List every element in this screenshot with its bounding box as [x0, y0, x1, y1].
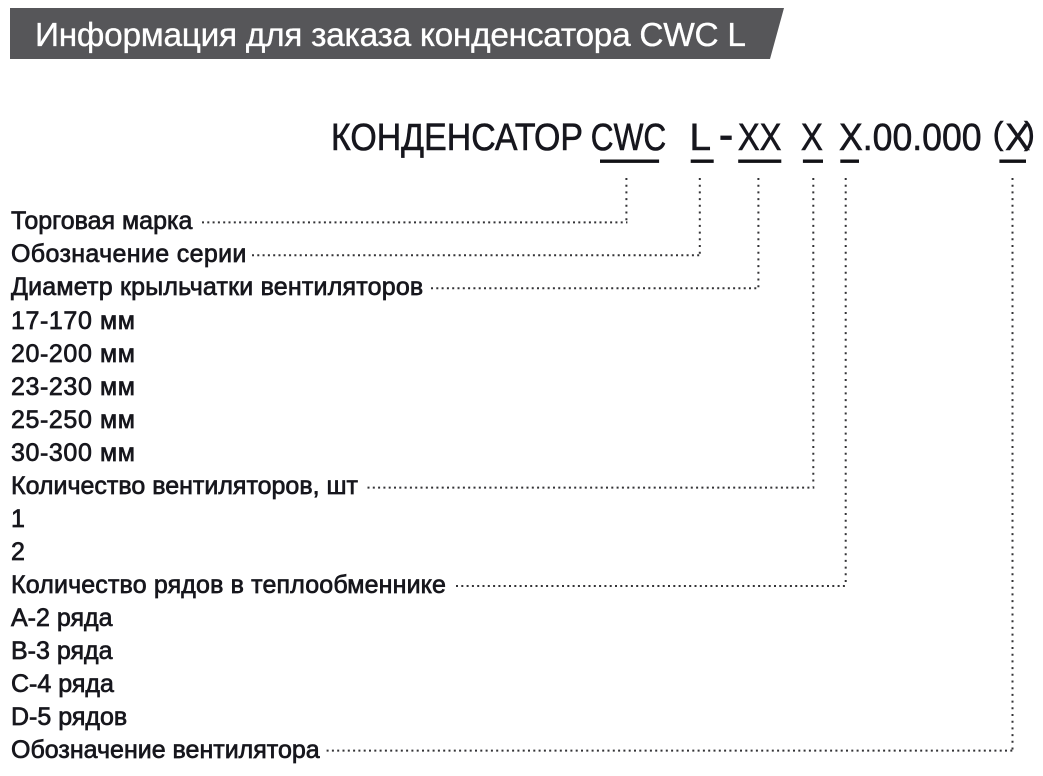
svg-text:X.00.000: X.00.000: [839, 116, 982, 158]
svg-text:L: L: [690, 116, 712, 158]
svg-text:): ): [1024, 115, 1035, 151]
svg-text:CWC: CWC: [591, 116, 666, 158]
svg-text:X: X: [1005, 116, 1030, 158]
svg-text:X: X: [801, 116, 823, 158]
svg-text:КОНДЕНСАТОР: КОНДЕНСАТОР: [331, 116, 583, 158]
svg-text:(: (: [993, 115, 1004, 151]
svg-text:XX: XX: [738, 116, 782, 158]
